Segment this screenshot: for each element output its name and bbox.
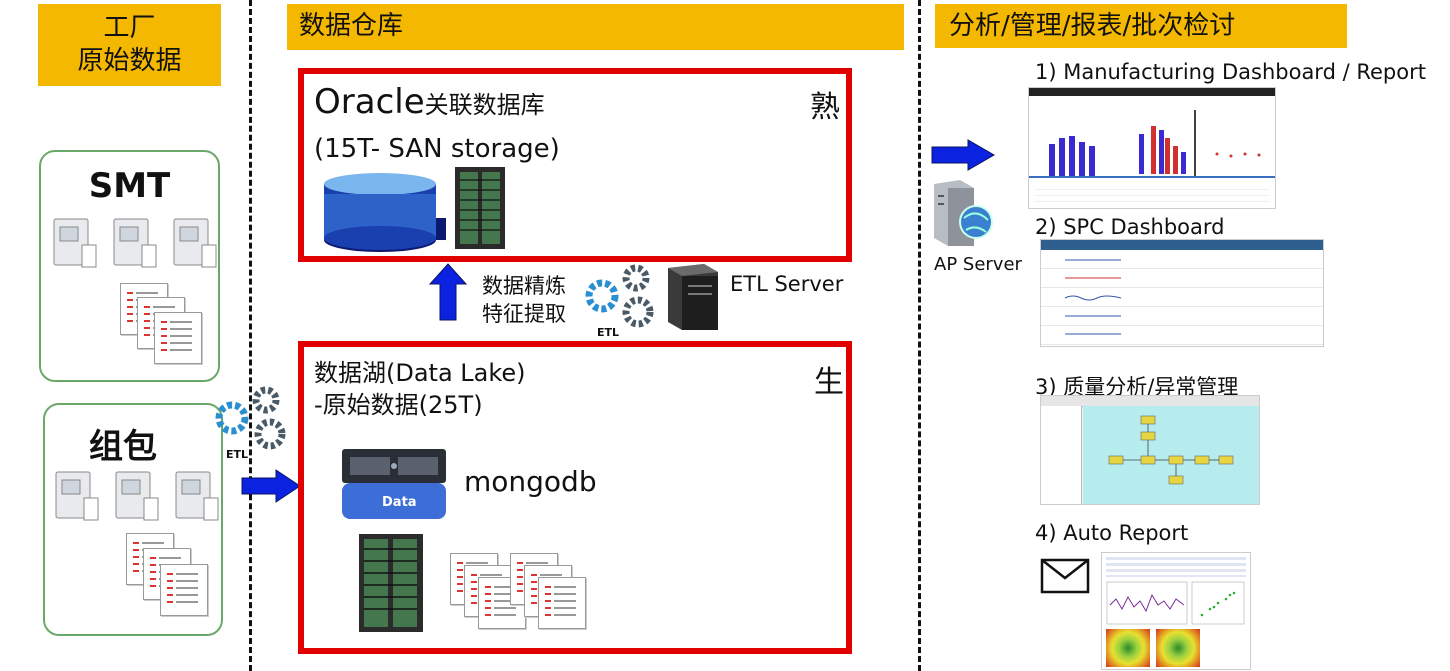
auto-report-thumbnail <box>1101 552 1251 670</box>
etl-server-icon <box>668 264 718 330</box>
header-factory: 工厂 原始数据 <box>38 4 221 86</box>
source-panel-smt: SMT <box>39 150 220 382</box>
ap-server-icon <box>934 180 993 246</box>
divider-left <box>249 0 252 671</box>
server-rack-icon <box>455 167 505 249</box>
etl-gears-icon <box>215 386 286 450</box>
ap-server-label: AP Server <box>934 254 1022 275</box>
machine-icons-pack <box>55 471 219 521</box>
arrow-up-icon <box>428 263 468 321</box>
output-1-label: 1) Manufacturing Dashboard / Report <box>1035 60 1426 84</box>
source-label-pack: 组包 <box>89 427 157 467</box>
machine-icons-smt <box>53 218 217 268</box>
header-warehouse: 数据仓库 <box>287 4 904 50</box>
arrow-right-icon <box>931 139 996 171</box>
log-document-icon <box>154 312 202 364</box>
flowchart-icon <box>1108 415 1234 485</box>
header-analysis: 分析/管理/报表/批次检讨 <box>935 4 1347 48</box>
report-scatter-icon <box>1106 581 1245 625</box>
etl-label-middle: ETL <box>597 326 620 339</box>
etl-label-left: ETL <box>226 448 249 461</box>
log-document-icon <box>160 564 208 616</box>
etl-server-label: ETL Server <box>730 272 844 296</box>
source-label-smt: SMT <box>88 166 171 206</box>
manufacturing-dashboard-thumbnail <box>1028 87 1276 209</box>
database-cylinder-icon <box>324 173 446 252</box>
refine-line2: 特征提取 <box>482 302 566 326</box>
data-lake-box: 数据湖(Data Lake) -原始数据(25T) 生 Data mongodb <box>298 341 852 654</box>
storage-appliance-icon <box>342 449 446 519</box>
header-analysis-label: 分析/管理/报表/批次检讨 <box>949 11 1236 41</box>
flowchart-canvas <box>1083 406 1259 504</box>
oracle-title: Oracle关联数据库 <box>314 82 545 122</box>
log-document-icon <box>538 577 586 629</box>
arrow-right-icon <box>241 469 301 503</box>
email-envelope-icon <box>1040 558 1090 594</box>
spc-sparklines-icon <box>1064 259 1122 335</box>
lake-tag: 生 <box>814 365 844 400</box>
output-4-label: 4) Auto Report <box>1035 521 1189 545</box>
oracle-title-cjk: 关联数据库 <box>424 91 545 119</box>
etl-gears-icon <box>585 264 654 328</box>
output-2-label: 2) SPC Dashboard <box>1035 215 1225 239</box>
server-rack-icon <box>359 534 423 632</box>
data-label: Data <box>382 495 417 510</box>
refine-line1: 数据精炼 <box>482 274 566 298</box>
machine-icon <box>53 218 217 268</box>
divider-right <box>918 0 921 671</box>
oracle-title-latin: Oracle <box>314 82 425 122</box>
oracle-box: Oracle关联数据库 (15T- SAN storage) 熟 <box>298 68 852 262</box>
oracle-tag: 熟 <box>810 90 840 125</box>
quality-analysis-thumbnail <box>1040 395 1260 505</box>
dashboard-bar-chart-icon <box>1049 110 1261 178</box>
lake-line2: -原始数据(25T) <box>314 391 483 419</box>
report-heatmap-icon <box>1156 629 1200 667</box>
oracle-storage: (15T- SAN storage) <box>314 134 560 164</box>
spc-dashboard-thumbnail <box>1040 239 1324 347</box>
report-heatmap-icon <box>1106 629 1150 667</box>
header-factory-line2: 原始数据 <box>77 45 182 76</box>
header-factory-line1: 工厂 <box>103 13 156 43</box>
mongodb-label: mongodb <box>464 465 597 498</box>
header-warehouse-label: 数据仓库 <box>299 11 404 41</box>
lake-line1: 数据湖(Data Lake) <box>314 359 526 387</box>
